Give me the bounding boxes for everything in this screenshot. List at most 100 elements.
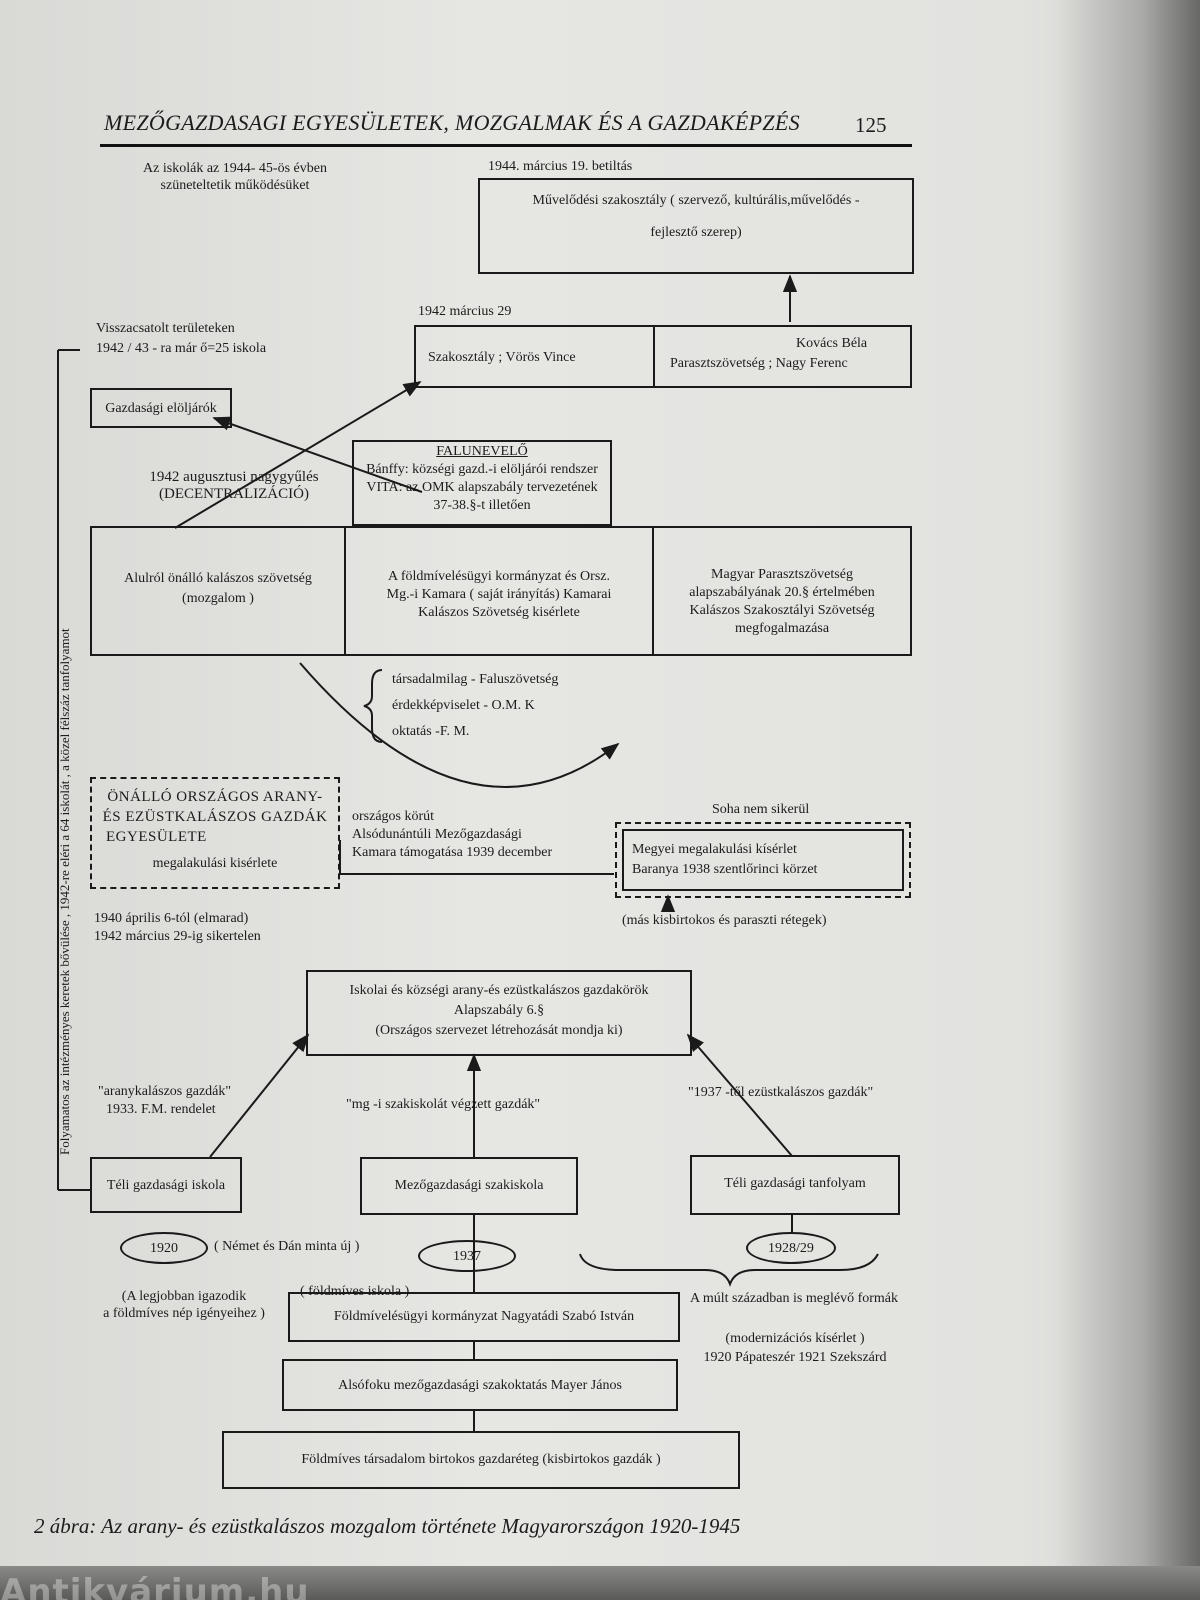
box-text: Téli gazdasági tanfolyam [724,1176,866,1191]
box-text: Szakosztály ; Vörös Vince [428,350,576,365]
note-gold-farmers-l1: "aranykalászos gazdák" [98,1084,232,1099]
oval-1920: 1920 [120,1232,208,1264]
box-title: FALUNEVELŐ [436,444,528,459]
side-label-vertical: Folyamatos az intézményes keretek bővülé… [57,628,72,1155]
oval-text: 1937 [453,1249,481,1264]
box-text: Magyar Parasztszövetség [711,567,853,582]
box-winter-school: Téli gazdasági iskola [90,1157,242,1213]
box-text: Baranya 1938 szentlőrinci körzet [632,862,818,877]
box-text: Kalászos Szövetség kisérlete [418,605,580,620]
box-text: Mezőgazdasági szakiskola [394,1178,544,1193]
oval-text: 1928/29 [768,1241,814,1256]
note-line: szüneteltetik működésüket [160,178,310,193]
box-text: Alapszabály 6.§ [453,1003,545,1018]
note-best-fits: (A legjobban igazodik a földmíves nép ig… [84,1288,284,1322]
note-tour-l3: Kamara támogatása 1939 december [352,845,553,860]
box-text: (mozgalom ) [182,591,254,606]
box-falunevelo: FALUNEVELŐ Bánffy: községi gazd.-i elölj… [352,440,612,526]
arrow-winter-course [686,1033,793,1157]
box-winter-course: Téli gazdasági tanfolyam [690,1155,900,1215]
box-text: megalakulási kisérlete [152,856,278,871]
note-line: a földmíves nép igényeihez ) [103,1306,265,1321]
box-text: fejlesztő szerep) [650,225,742,240]
note-line: (A legjobban igazodik [121,1289,247,1304]
curly-brace [579,1253,879,1287]
box-text: VITA: az OMK alapszabály tervezetének [366,480,598,495]
oval-1928: 1928/29 [746,1232,836,1264]
box-ag-school: Mezőgazdasági szakiskola [360,1157,578,1215]
box-text: Mg.-i Kamara ( saját irányítás) Kamarai [386,587,612,602]
note-annexed-l2: 1942 / 43 - ra már ő=25 iskola [96,341,267,356]
note-schools-1944: Az iskolák az 1944- 45-ös évben szünetel… [120,160,350,194]
box-text: Iskolai és községi arany-és ezüstkalászo… [349,983,649,998]
box-society: Földmíves társadalom birtokos gazdaréteg… [222,1431,740,1489]
box-ministry-szabo: Földmívelésügyi kormányzat Nagyatádi Sza… [288,1292,680,1342]
box-text: ÉS EZÜSTKALÁSZOS GAZDÁK [102,809,328,825]
box-county-outer: Megyei megalakulási kísérlet Baranya 193… [615,822,911,898]
note-april-1940-l1: 1940 április 6-tól (elmarad) [94,911,249,926]
box-text: EGYESÜLETE [106,829,207,845]
note-silver-1937: "1937 -től ezüstkalászos gazdák" [688,1085,874,1100]
box-divider [652,528,654,654]
note-line: 1920 Pápateszér 1921 Szekszárd [703,1350,887,1365]
running-header: MEZŐGAZDASAGI EGYESÜLETEK, MOZGALMAK ÉS … [104,110,800,135]
arrow-to-section [174,381,422,529]
note-line: (DECENTRALIZÁCIÓ) [159,486,309,502]
note-tasks-l3: oktatás -F. M. [392,724,470,739]
watermark: Antikvárium.hu [0,1572,310,1600]
box-text: (Országos szervezet létrehozását mondja … [375,1023,623,1038]
note-farmer-school: ( földmíves iskola ) [300,1284,410,1299]
header-rule [100,144,912,147]
box-text: Gazdasági elöljárók [105,401,217,416]
box-text: Bánffy: községi gazd.-i elöljárói rendsz… [366,462,598,477]
arrow-winter-school [209,1033,310,1158]
box-text: alapszabályának 20.§ értelmében [689,585,875,600]
box-text: Téli gazdasági iskola [106,1178,226,1193]
arrow-to-leaders [212,416,423,493]
note-ban-1944: 1944. március 19. betiltás [488,159,633,174]
oval-text: 1920 [150,1241,178,1256]
box-text: Alsófoku mezőgazdasági szakoktatás Mayer… [338,1378,622,1393]
box-county: Megyei megalakulási kísérlet Baranya 193… [622,829,904,891]
note-april-1940-l2: 1942 március 29-ig sikertelen [94,929,261,944]
note-gold-farmers-l2: 1933. F.M. rendelet [106,1102,216,1117]
box-text: 37-38.§-t illetően [433,498,531,513]
page-number: 125 [855,113,887,137]
note-mg-school-farmers: "mg -i szakiskolát végzett gazdák" [346,1097,541,1112]
box-cultural-section: Művelődési szakosztály ( szervező, kultú… [478,178,914,274]
note-other-strata: (más kisbirtokos és paraszti rétegek) [622,913,827,928]
figure-caption: 2 ábra: Az arany- és ezüstkalászos mozga… [34,1514,741,1538]
note-past-century: A múlt században is meglévő formák [690,1291,898,1306]
box-economic-leaders: Gazdasági elöljárók [90,388,232,428]
box-section-peasant: Szakosztály ; Vörös Vince Kovács Béla Pa… [414,325,912,388]
box-divider [344,528,346,654]
note-tour-l1: országos körút [352,809,435,824]
note-german-danish: ( Német és Dán minta új ) [214,1239,360,1254]
page-edge-shadow [1055,0,1200,1600]
note-annexed-l1: Visszacsatolt területeken [96,321,235,336]
box-divider [653,327,655,386]
arc-arrow [299,662,620,788]
box-three-paths: Alulról önálló kalászos szövetség (mozga… [90,526,912,656]
note-march-1942: 1942 március 29 [418,304,512,319]
box-text: Megyei megalakulási kísérlet [632,842,797,857]
note-tour-l2: Alsódunántúli Mezőgazdasági [352,827,522,842]
tasks-bracket [363,669,383,743]
oval-1937: 1937 [418,1240,516,1272]
bottom-shadow-band [0,1566,1200,1600]
box-text: Földmívelésügyi kormányzat Nagyatádi Sza… [333,1309,635,1324]
note-line: 1942 augusztusi nagygyűlés [149,469,319,485]
box-text: ÖNÁLLÓ ORSZÁGOS ARANY- [107,789,323,805]
box-text: megfogalmazása [734,621,830,636]
box-education-mayer: Alsófoku mezőgazdasági szakoktatás Mayer… [282,1359,678,1411]
box-text: Parasztszövetség ; Nagy Ferenc [670,356,848,371]
note-modernization: (modernizációs kísérlet ) 1920 Pápateszé… [690,1330,900,1366]
note-never-succeeded: Soha nem sikerül [712,802,810,817]
box-text: Földmíves társadalom birtokos gazdaréteg… [301,1452,661,1467]
box-text: Kalászos Szakosztályi Szövetség [689,603,875,618]
box-national-association: ÖNÁLLÓ ORSZÁGOS ARANY- ÉS EZÜSTKALÁSZOS … [90,777,340,889]
box-text: Művelődési szakosztály ( szervező, kultú… [532,193,860,208]
box-circles: Iskolai és községi arany-és ezüstkalászo… [306,970,692,1056]
note-line: (modernizációs kísérlet ) [725,1331,865,1346]
